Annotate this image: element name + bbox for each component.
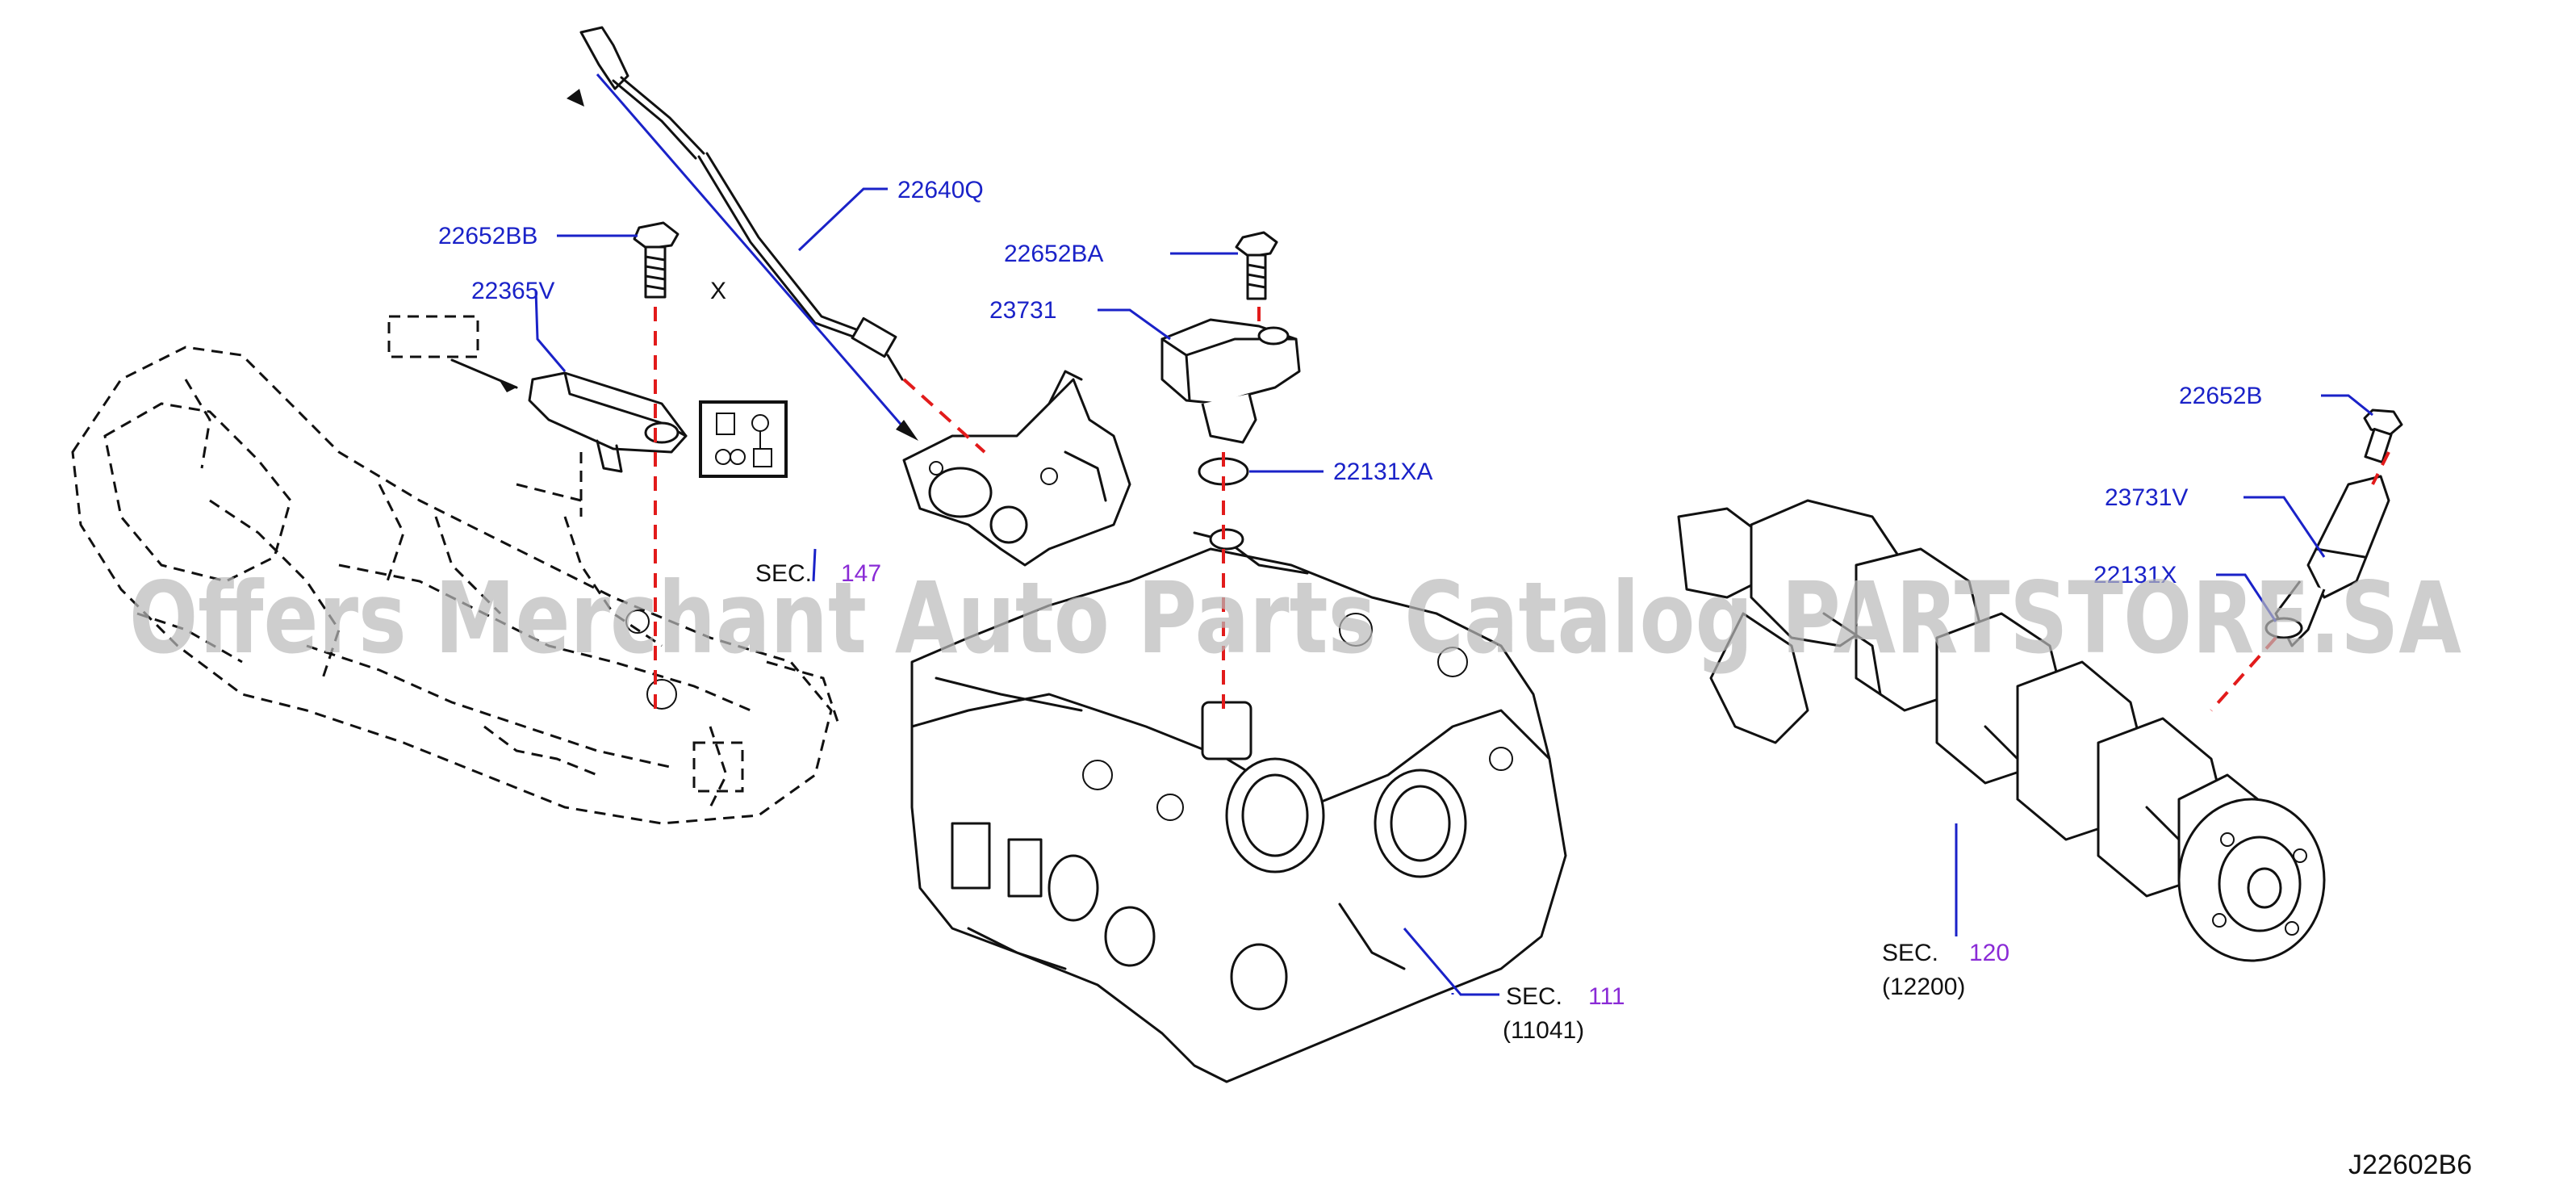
centerline-23731V	[2210, 451, 2390, 712]
leader-sec-111-line	[1403, 928, 1499, 996]
label-sec-111-number: 111	[1588, 983, 1625, 1010]
watermark: Offers Merchant Auto Parts Catalog PARTS…	[129, 561, 2461, 676]
centerline-23731	[1222, 307, 1261, 710]
label-22131XA: 22131XA	[1333, 459, 1432, 485]
label-23731V: 23731V	[2105, 484, 2188, 511]
label-sec-147: SEC.	[755, 560, 812, 587]
bolt-22652B	[2363, 408, 2403, 464]
leader-22640Q	[797, 187, 888, 252]
label-22652BB: 22652BB	[438, 223, 537, 249]
centerline-22640Q	[902, 378, 986, 454]
label-22365V: 22365V	[471, 278, 554, 304]
leader-23731	[1098, 308, 1171, 341]
label-sec-120: SEC.	[1882, 940, 1938, 966]
reference-box	[387, 315, 479, 358]
label-X: X	[710, 278, 726, 304]
sensor-23731	[1160, 318, 1301, 444]
o-ring-22131X	[2264, 617, 2303, 639]
diagram-reference: J22602B6	[2348, 1150, 2472, 1180]
label-22652B: 22652B	[2179, 383, 2262, 409]
label-sec-120-number: 120	[1969, 940, 2009, 966]
leader-22131X	[2216, 573, 2277, 622]
sensor-harness-22640Q	[567, 26, 918, 441]
leader-sec-147	[812, 548, 817, 582]
label-sec-111-sub: (11041)	[1503, 1017, 1584, 1044]
label-sec-120-sub: (12200)	[1882, 974, 1965, 1000]
label-22131X: 22131X	[2093, 562, 2177, 589]
bolt-22652BB	[633, 221, 680, 299]
bolt-22652BA	[1235, 231, 1278, 300]
label-sec-147-number: 147	[841, 560, 881, 587]
label-sec-111: SEC.	[1506, 983, 1562, 1010]
exhaust-flange-drawing	[902, 370, 1131, 567]
leader-23731V	[2244, 496, 2326, 558]
crankshaft-drawing	[1677, 499, 2326, 962]
cylinder-head-drawing	[910, 528, 1567, 1083]
leader-22365V	[534, 290, 567, 372]
sensor-22365V	[528, 371, 688, 473]
label-22640Q: 22640Q	[897, 177, 984, 203]
torque-symbol-box	[699, 400, 788, 478]
label-22652BA: 22652BA	[1004, 241, 1103, 267]
leader-22652B	[2321, 394, 2373, 417]
label-23731: 23731	[989, 297, 1056, 324]
intake-manifold-drawing	[71, 346, 841, 825]
